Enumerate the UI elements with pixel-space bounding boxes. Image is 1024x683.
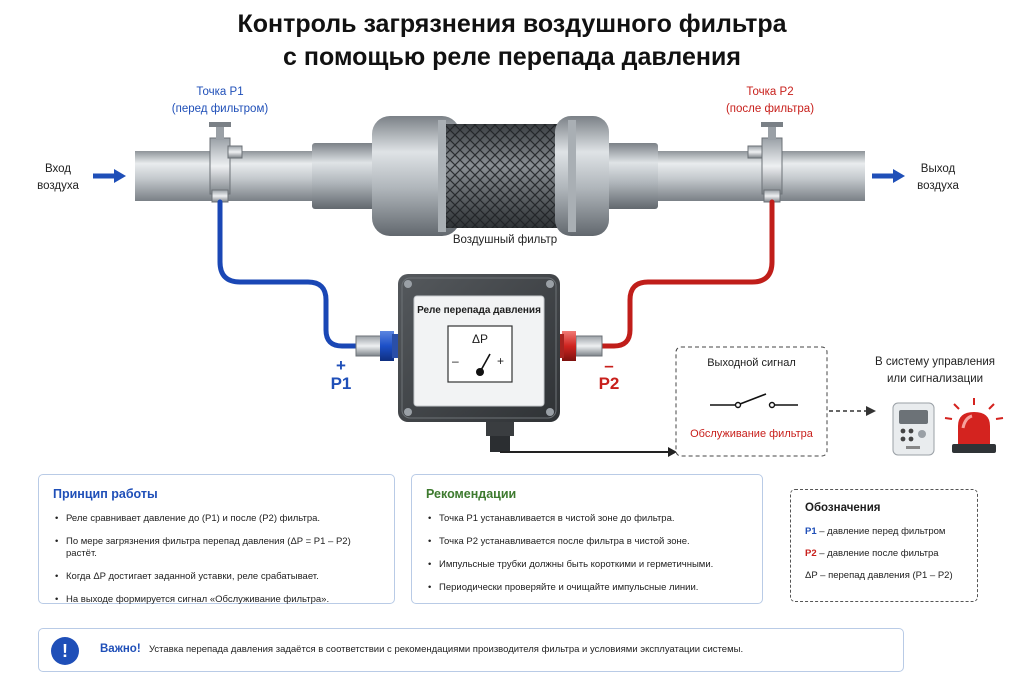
tap-p2-icon: [747, 122, 783, 203]
list-item: Периодически проверяйте и очищайте импул…: [426, 582, 748, 594]
legend-row-dp: ΔP – перепад давления (P1 – P2): [805, 570, 953, 581]
legend-p2-text: – давление после фильтра: [816, 548, 939, 559]
outlet-label-line-1: Выход: [920, 163, 956, 175]
relay-box: [398, 274, 560, 422]
list-item: Импульсные трубки должны быть короткими …: [426, 559, 748, 571]
port-p1-label: P1: [330, 374, 352, 393]
list-item: На выходе формируется сигнал «Обслуживан…: [53, 594, 380, 606]
inlet-label-line-1: Вход: [44, 163, 71, 175]
outlet-arrow-icon: [872, 169, 905, 183]
point-p1-subtitle: (перед фильтром): [171, 103, 269, 115]
legend-p2-key: P2: [805, 548, 817, 559]
legend-card: Обозначения P1 – давление перед фильтром…: [790, 489, 978, 602]
port-p1-sign: +: [336, 356, 346, 375]
air-filter: [372, 116, 609, 236]
point-p2-title: Точка P2: [746, 86, 794, 98]
list-item: По мере загрязнения фильтра перепад давл…: [53, 536, 380, 560]
warning-icon: !: [51, 637, 79, 665]
relay-plus-label: +: [497, 354, 505, 368]
legend-row-p2: P2 – давление после фильтра: [805, 548, 963, 560]
outlet-pipe: [655, 151, 865, 201]
output-signal-box: [675, 346, 828, 457]
controller-icon: [892, 402, 935, 456]
relay-minus-label: –: [452, 354, 459, 368]
legend-heading: Обозначения: [805, 502, 881, 514]
note-label: Важно!: [100, 643, 141, 655]
legend-row-p1: P1 – давление перед фильтром: [805, 526, 963, 538]
inlet-arrow-icon: [93, 169, 126, 183]
alarm-beacon-icon: [944, 398, 1004, 453]
list-item: Точка P2 устанавливается после фильтра в…: [426, 536, 748, 548]
recommendations-heading: Рекомендации: [426, 487, 517, 501]
port-p2-label: P2: [598, 374, 620, 393]
outlet-label-line-2: воздуха: [917, 180, 959, 192]
fitting-p1-icon: [355, 331, 400, 361]
list-item: Когда ΔP достигает заданной уставки, рел…: [53, 571, 380, 583]
note-text: Уставка перепада давления задаётся в соо…: [149, 644, 744, 655]
page-title-line-2: с помощью реле перепада давления: [283, 43, 741, 71]
output-signal-text: Обслуживание фильтра: [690, 428, 813, 440]
legend-p1-key: P1: [805, 526, 817, 537]
list-item: Точка P1 устанавливается в чистой зоне д…: [426, 513, 748, 525]
page-title-line-1: Контроль загрязнения воздушного фильтра: [237, 10, 787, 38]
relay-title: Реле перепада давления: [417, 305, 541, 316]
cable-gland-icon: [486, 422, 514, 452]
important-note: ! Важно! Уставка перепада давления задаё…: [38, 628, 904, 672]
impulse-line-p1: [217, 199, 365, 349]
switch-contact-icon: [710, 393, 798, 409]
relay-delta-label: ΔP: [471, 332, 489, 346]
recommendations-list: Точка P1 устанавливается в чистой зоне д…: [426, 513, 748, 594]
point-p2-subtitle: (после фильтра): [725, 103, 815, 115]
port-p2-sign: –: [604, 356, 614, 375]
recommendations-card: Рекомендации Точка P1 устанавливается в …: [411, 474, 763, 604]
principle-heading: Принцип работы: [53, 487, 158, 501]
control-label-line-2: или сигнализации: [886, 373, 984, 385]
point-p1-title: Точка P1: [196, 86, 244, 98]
impulse-line-p2: [595, 199, 775, 349]
principle-list: Реле сравнивает давление до (P1) и после…: [53, 513, 380, 606]
principle-card: Принцип работы Реле сравнивает давление …: [38, 474, 395, 606]
output-signal-title: Выходной сигнал: [707, 357, 796, 369]
filter-label: Воздушный фильтр: [452, 234, 558, 246]
legend-p1-text: – давление перед фильтром: [816, 526, 946, 537]
list-item: Реле сравнивает давление до (P1) и после…: [53, 513, 380, 525]
inlet-label-line-2: воздуха: [37, 180, 79, 192]
control-label-line-1: В систему управления: [874, 356, 996, 368]
